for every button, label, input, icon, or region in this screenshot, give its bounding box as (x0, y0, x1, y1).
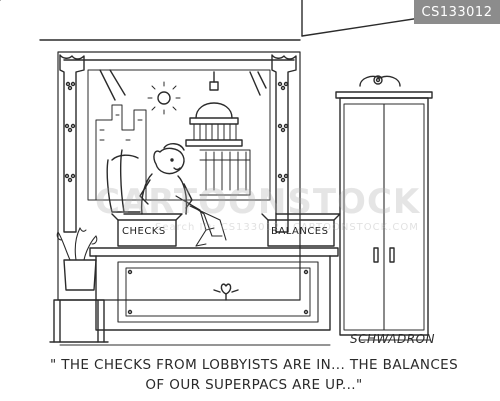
balances-box-label: BALANCES (271, 226, 329, 237)
caption-line-1: " THE CHECKS FROM LOBBYISTS ARE IN... TH… (49, 357, 459, 373)
stock-id-badge: CS133012 (414, 0, 500, 24)
cartoon-caption: " THE CHECKS FROM LOBBYISTS ARE IN... TH… (24, 355, 484, 395)
artist-signature: SCHWADRON (350, 332, 435, 346)
watermark-sub: Search ID: CS133012 | CARTOONSTOCK.COM (155, 222, 419, 233)
watermark-main: CARTOONSTOCK (95, 182, 421, 222)
caption-line-2: OF OUR SUPERPACS ARE UP..." (145, 377, 363, 393)
checks-box-label: CHECKS (122, 226, 166, 237)
